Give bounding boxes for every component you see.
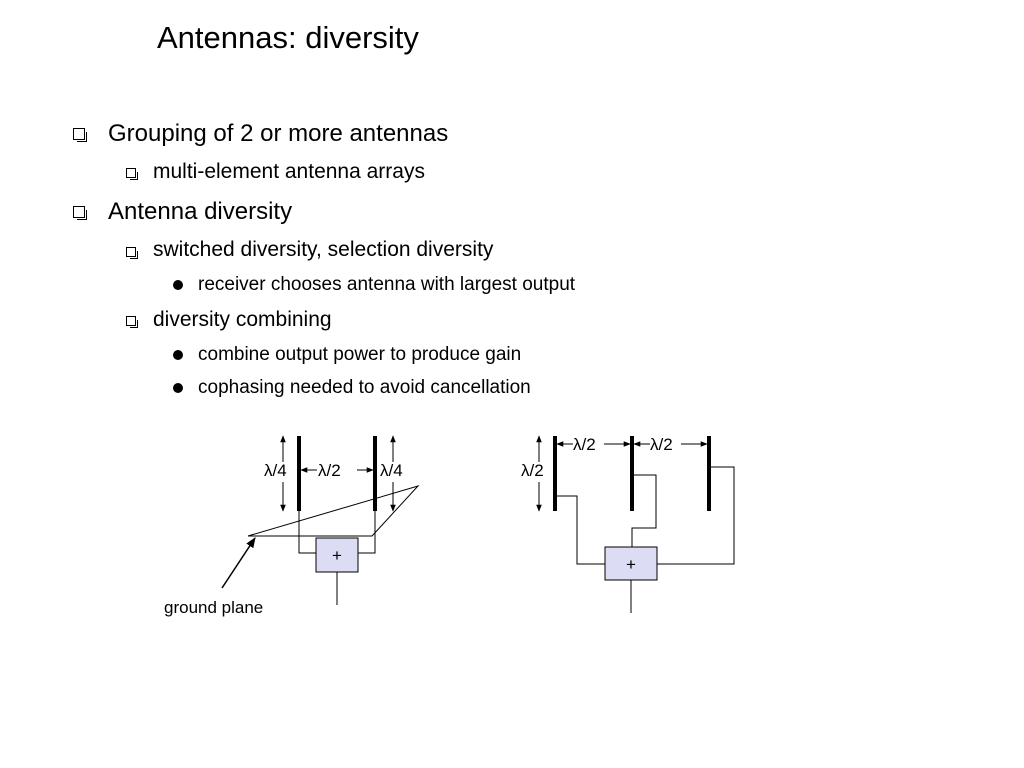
dimension-label: λ/2 [650, 435, 673, 454]
ground-plane-label: ground plane [164, 598, 263, 617]
bullet-item: switched diversity, selection diversity [153, 238, 494, 261]
feed-line [298, 511, 316, 554]
checkbox-bullet-icon [73, 128, 87, 142]
bullet-item: Grouping of 2 or more antennas [108, 120, 449, 147]
dimension-label: λ/4 [380, 461, 403, 480]
dimension-label: λ/2 [318, 461, 341, 480]
bullet-item: Antenna diversity [108, 198, 293, 225]
slide-title: Antennas: diversity [157, 20, 419, 55]
combiner-box [315, 537, 359, 573]
feed-line [657, 466, 735, 565]
bullet-item: receiver chooses antenna with largest ou… [198, 274, 576, 295]
dimension-label: λ/2 [573, 435, 596, 454]
bullet-item: diversity combining [153, 308, 332, 331]
bullet-item: multi-element antenna arrays [153, 160, 425, 183]
feed-line [631, 474, 657, 547]
combiner-symbol: + [626, 555, 636, 574]
checkbox-bullet-icon [126, 168, 138, 180]
left-diagram: λ/4 λ/2 λ/4 + ground plane [164, 435, 420, 617]
checkbox-bullet-icon [126, 247, 138, 259]
right-diagram: λ/2 λ/2 λ/2 + [521, 435, 735, 613]
dot-bullet-icon [173, 280, 183, 290]
pointer-arrow [221, 537, 256, 589]
feed-line [358, 511, 376, 554]
dimension-label: λ/2 [521, 461, 544, 480]
combiner-box [604, 546, 658, 581]
combiner-symbol: + [332, 546, 342, 565]
dot-bullet-icon [173, 383, 183, 393]
feed-line [554, 495, 605, 565]
bullet-item: combine output power to produce gain [198, 344, 522, 365]
checkbox-bullet-icon [73, 206, 87, 220]
checkbox-bullet-icon [126, 316, 138, 328]
bullet-item: cophasing needed to avoid cancellation [198, 377, 531, 398]
dot-bullet-icon [173, 350, 183, 360]
dimension-label: λ/4 [264, 461, 287, 480]
